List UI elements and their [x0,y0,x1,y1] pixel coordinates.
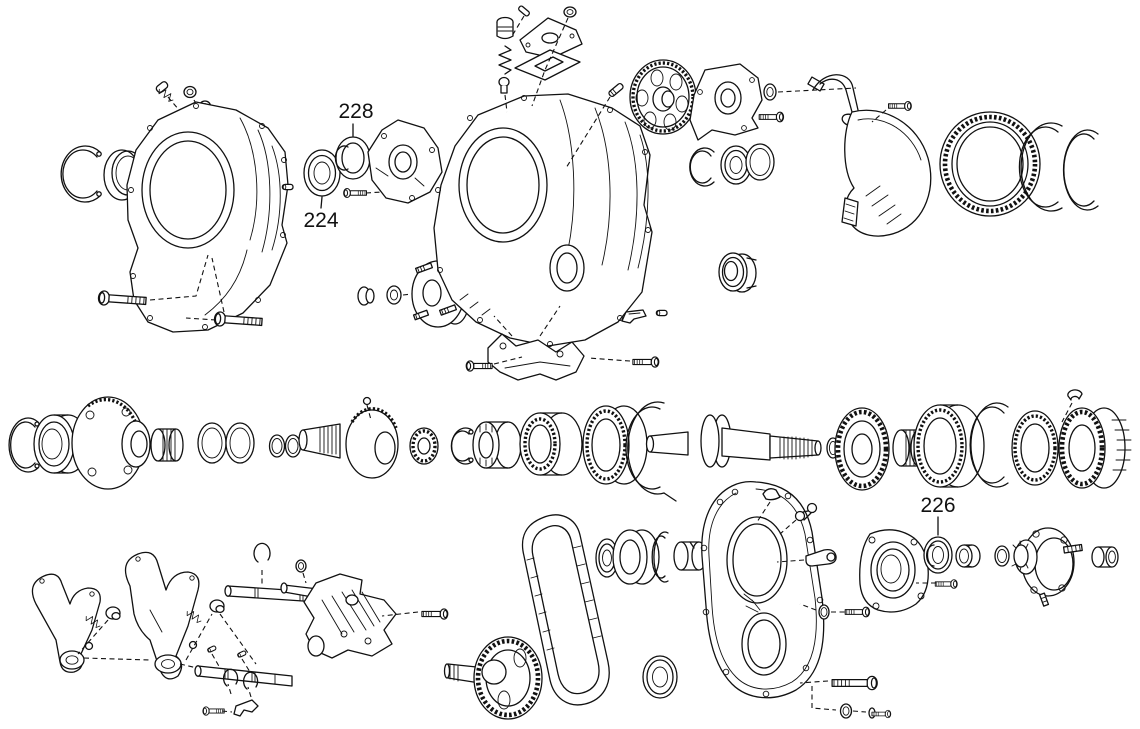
clutch-sleeve [519,412,583,476]
strainer-bolt [871,101,912,123]
dowel-pin [281,183,294,191]
corner-nut [839,703,867,719]
chain-cover-plate [700,480,825,699]
pump-bolt-2 [758,111,785,123]
bearing-seal-set [595,529,707,585]
cover-bolt-top [531,6,577,107]
bearing-retainer [859,529,929,613]
ring-m2 [225,422,255,464]
lower-bearing [642,655,678,699]
synchro-clutch-drum [939,111,1041,217]
bracket-bolt-right [587,356,660,368]
leader-224 [320,196,323,209]
rear-output-flange [1011,527,1083,607]
front-drive-sprocket [443,636,543,720]
fork-shaft-1 [83,542,319,669]
mount-bracket [487,305,585,381]
shift-fork-1 [31,573,101,673]
low-speed-gear [1058,407,1132,489]
ring-s1 [268,434,286,458]
shift-fork-2 [124,551,200,680]
pilot-gear [409,427,439,465]
rear-case-housing [433,93,653,347]
callout-228: 228 [338,100,373,123]
oil-pump-sprocket [629,59,697,135]
pump-bolt [343,188,383,198]
case-bolt-2 [185,257,264,330]
output-shaft [645,414,822,468]
pump-washer [763,83,857,101]
cover-clip [756,488,781,523]
corner-washer-bolt [868,707,892,719]
synchro-ring-set [582,405,648,485]
drive-flange-hub [71,396,151,490]
retainer-bolt [916,579,958,589]
fork-shaft-2 [194,644,293,698]
callout-224: 224 [303,209,338,232]
oil-strainer [807,74,932,237]
shift-lever-assembly [280,573,397,659]
detent-set-1 [77,606,121,655]
control-cover-plate [519,17,583,59]
pump-snap-ring [689,147,715,187]
cover-pin [511,5,530,37]
drive-chain [521,514,610,706]
c-ring-1 [1018,122,1063,212]
cover-nut [799,603,845,620]
bracket-bolt-left [465,356,523,372]
input-shaft [298,396,399,479]
straight-pin [565,82,624,169]
lever-bolt [381,608,449,620]
small-bracket [621,309,647,324]
retainer-clip [1061,389,1083,423]
c-ring-2 [1062,129,1099,211]
long-bolt [799,675,878,711]
synchro-hub-1 [472,421,522,469]
callout-226: 226 [920,494,955,517]
case-bolt-1 [97,254,209,309]
oil-seal-224 [303,149,341,197]
clutch-drum-rear [913,404,985,488]
needle-bearing-1 [150,428,184,462]
flange-nut [1091,546,1119,568]
pin-2 [655,309,668,317]
lever-washer [295,559,307,584]
snap-ring-m2 [450,427,474,465]
breather-plug-set [496,16,514,113]
center-ball-bearing [718,252,757,293]
front-case-housing [126,101,289,333]
lock-nut [386,285,413,305]
clutch-hub-gear [834,407,890,491]
cover-link [779,502,818,535]
pivot-arm [776,548,837,567]
snap-ring-front [60,145,102,203]
flange-ring [994,545,1010,567]
synchro-ring-2 [1011,410,1059,486]
dust-seal [955,544,981,568]
pump-ring [745,143,775,181]
shaft-bolt [202,699,259,717]
wave-spring [969,402,1009,488]
snap-ring-m1 [8,417,40,473]
oil-pump-body [689,63,763,141]
detent-set-2 [184,599,257,665]
cap-nut [357,286,375,306]
ring-m1 [197,422,227,464]
oil-pump-adapter [367,119,443,204]
ring-s2 [284,434,302,458]
oil-seal-226 [923,536,953,574]
cover-bolt [844,606,871,618]
shift-fork-c [625,401,677,502]
bearing-228 [334,136,371,180]
